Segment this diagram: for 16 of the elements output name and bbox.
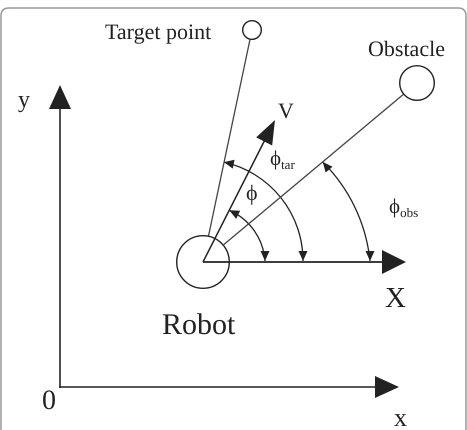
angle-label: ϕ$_{tar}$ <box>270 148 295 169</box>
origin-label: 0 <box>42 386 56 414</box>
robot-label: Robot <box>162 310 236 340</box>
target-label: Target point <box>105 20 212 42</box>
vector-label: V <box>278 100 294 122</box>
connector-line <box>208 40 251 236</box>
connector-line <box>223 94 404 246</box>
obstacle-circle <box>399 65 435 101</box>
axis-label: y <box>18 88 30 112</box>
obstacle-label: Obstacle <box>368 38 445 60</box>
target-circle <box>242 20 262 40</box>
angle-label: ϕ$_{obs}$ <box>389 196 418 217</box>
axis-label: X <box>385 284 406 312</box>
robot-circle <box>176 235 230 289</box>
angle-label: ϕ <box>246 182 258 204</box>
axis-label: x <box>394 405 407 430</box>
